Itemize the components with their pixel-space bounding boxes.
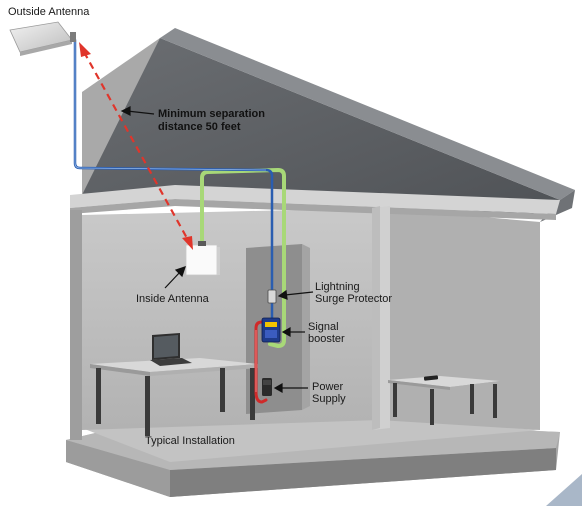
outside-antenna-label: Outside Antenna — [8, 6, 90, 18]
lightning-label-line1: Lightning — [315, 281, 360, 293]
interior-divider-wall — [372, 206, 390, 430]
separation-label-line2: distance 50 feet — [158, 121, 241, 133]
separation-label-line1: Minimum separation — [158, 108, 265, 120]
inside-antenna-label: Inside Antenna — [136, 293, 210, 305]
signal-booster-label-line2: booster — [308, 333, 345, 345]
signal-booster-label-line1: Signal — [308, 321, 339, 333]
outside-antenna-icon — [9, 21, 76, 56]
lightning-label-line2: Surge Protector — [315, 293, 392, 305]
signal-booster-icon — [261, 317, 281, 343]
power-supply-icon — [262, 378, 272, 396]
fiber-cable — [200, 168, 286, 348]
floor — [82, 418, 540, 462]
leader-arrows — [120, 106, 314, 394]
corner-accent — [546, 474, 582, 506]
desk-right — [388, 376, 500, 425]
ceiling-slab — [70, 185, 560, 220]
left-wall-edge — [70, 210, 82, 440]
typical-installation-label: Typical Installation — [145, 435, 235, 447]
inside-antenna-icon — [185, 241, 220, 276]
phone-icon — [423, 375, 439, 381]
power-supply-label-line1: Power — [312, 381, 344, 393]
separation-arrow — [79, 42, 193, 250]
desk-left — [90, 358, 258, 436]
lightning-surge-protector-icon — [267, 289, 277, 304]
power-supply-label-line2: Supply — [312, 393, 346, 405]
laptop-icon — [150, 333, 192, 366]
